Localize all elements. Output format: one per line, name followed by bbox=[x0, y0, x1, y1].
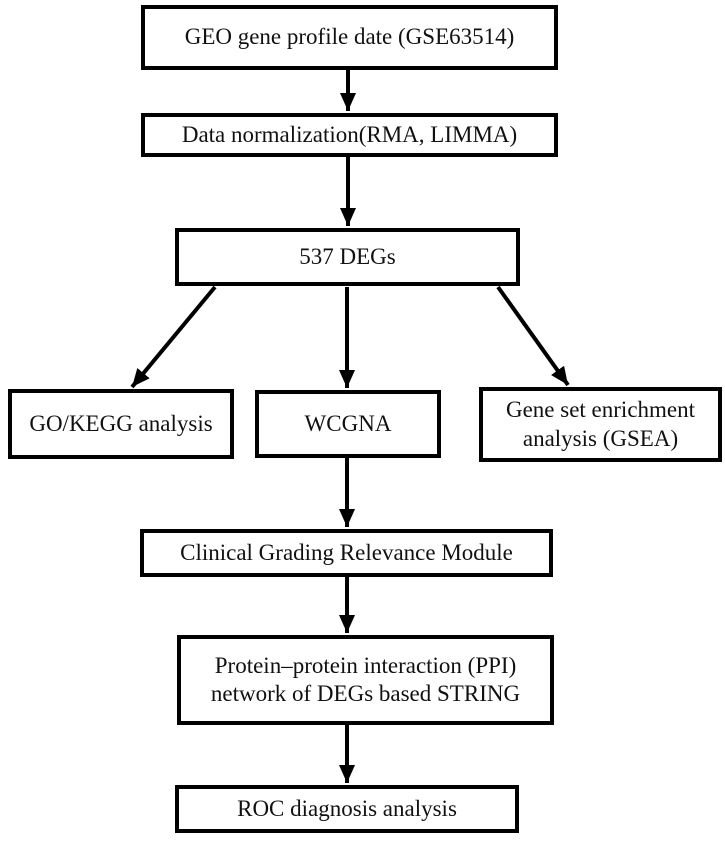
box-label-ppi-network: Protein–protein interaction (PPI) networ… bbox=[210, 652, 521, 706]
box-label-gsea: Gene set enrichment analysis (GSEA) bbox=[505, 397, 696, 451]
box-label-roc-analysis: ROC diagnosis analysis bbox=[237, 795, 457, 821]
flowchart-box-normalization: Data normalization(RMA, LIMMA) bbox=[141, 113, 558, 157]
box-label-go-kegg-analysis: GO/KEGG analysis bbox=[29, 410, 213, 436]
flowchart-box-geo: GEO gene profile date (GSE63514) bbox=[141, 5, 558, 70]
flowchart-box-ppi-network: Protein–protein interaction (PPI) networ… bbox=[177, 635, 554, 725]
flowchart-box-clinical-grading: Clinical Grading Relevance Module bbox=[140, 529, 553, 577]
box-label-normalization: Data normalization(RMA, LIMMA) bbox=[181, 121, 518, 147]
box-label-geo: GEO gene profile date (GSE63514) bbox=[184, 24, 515, 50]
box-label-wcgna: WCGNA bbox=[304, 410, 392, 436]
flowchart-box-degs: 537 DEGs bbox=[175, 228, 520, 286]
arrow-degs-to-gokegg bbox=[130, 285, 217, 389]
flowchart-box-go-kegg-analysis: GO/KEGG analysis bbox=[8, 389, 234, 459]
flowchart-box-wcgna: WCGNA bbox=[255, 390, 441, 458]
flowchart-box-roc-analysis: ROC diagnosis analysis bbox=[175, 785, 519, 833]
box-label-degs: 537 DEGs bbox=[299, 243, 396, 269]
arrow-degs-to-gsea bbox=[496, 285, 570, 387]
box-label-clinical-grading: Clinical Grading Relevance Module bbox=[180, 539, 513, 565]
flowchart-box-gsea: Gene set enrichment analysis (GSEA) bbox=[479, 387, 722, 462]
